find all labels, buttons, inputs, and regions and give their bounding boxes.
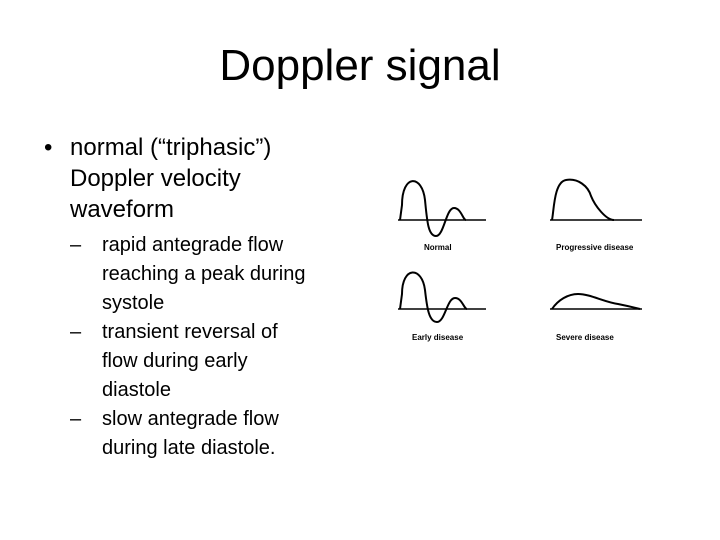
dash-marker: – [70, 408, 82, 430]
sub-bullet-line: slow antegrade flow [102, 408, 279, 430]
panel-label: Progressive disease [556, 243, 634, 252]
waveform-trace [551, 293, 641, 310]
progressive-disease-waveform-panel: Progressive disease [550, 178, 642, 252]
sub-bullet-line: during late diastole. [102, 437, 276, 459]
sub-bullet: – slow antegrade flow during late diasto… [70, 405, 374, 463]
dash-marker: – [70, 234, 82, 256]
panel-label: Early disease [412, 333, 464, 342]
panel-label: Normal [424, 243, 452, 252]
sub-bullet-line: transient reversal of [102, 321, 278, 343]
sub-bullet-line: systole [102, 292, 165, 314]
sub-bullet: – transient reversal of flow during earl… [70, 318, 374, 405]
severe-disease-waveform-panel: Severe disease [550, 293, 642, 342]
waveform-trace [399, 271, 468, 323]
sub-bullet-line: rapid antegrade flow [102, 234, 284, 256]
dash-marker: – [70, 321, 82, 343]
normal-waveform-panel: Normal [398, 180, 486, 252]
sub-bullet-line: reaching a peak during [102, 263, 306, 285]
sub-bullet-list: – rapid antegrade flow reaching a peak d… [70, 231, 374, 463]
sub-bullet-line: diastole [102, 379, 171, 401]
waveform-trace [399, 180, 467, 237]
panel-label: Severe disease [556, 333, 614, 342]
sub-bullet: – rapid antegrade flow reaching a peak d… [70, 231, 374, 318]
early-disease-waveform-panel: Early disease [398, 271, 486, 342]
sub-bullet-line: flow during early [102, 350, 248, 372]
main-bullet: • normal (“triphasic”) Doppler velocity … [44, 132, 374, 225]
bullet-line: waveform [70, 196, 175, 223]
bullet-line: normal (“triphasic”) [70, 134, 272, 161]
waveform-diagram: Normal Progressive disease Early disease… [398, 178, 642, 342]
waveform-trace [551, 178, 615, 221]
slide-title: Doppler signal [219, 41, 501, 90]
doppler-waveform-figure: Normal Progressive disease Early disease… [392, 170, 652, 350]
bullet-line: Doppler velocity [70, 165, 241, 192]
bullet-marker: • [44, 134, 53, 161]
slide-body: • normal (“triphasic”) Doppler velocity … [44, 132, 374, 463]
